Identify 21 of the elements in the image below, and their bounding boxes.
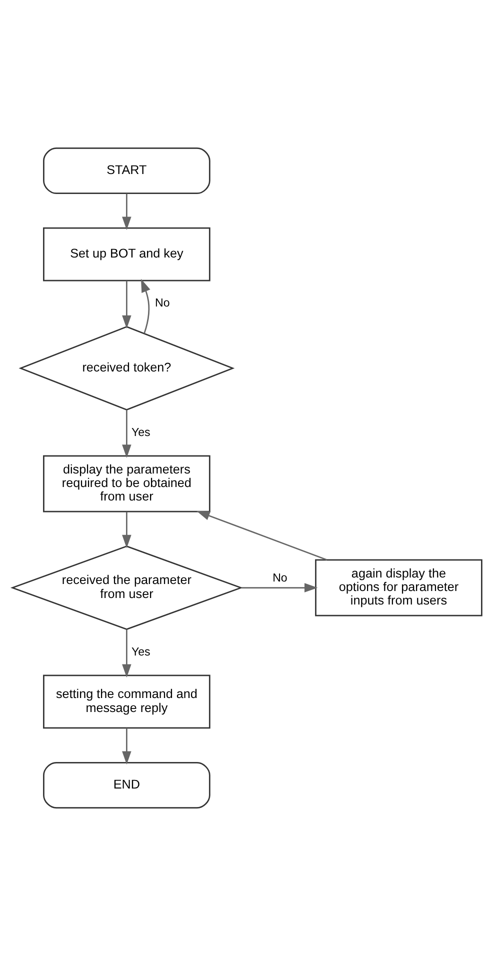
node-diamond: received token?: [18, 326, 235, 410]
arrow: [122, 511, 132, 548]
arrow: [241, 582, 318, 592]
edge-label: No: [155, 297, 170, 310]
node-box: START: [43, 147, 210, 194]
node-box: again display the options for parameter inputs from users: [315, 558, 482, 616]
edge-label: Yes: [131, 426, 150, 438]
node-diamond: received the parameter from user: [10, 545, 243, 630]
arrow: [196, 510, 328, 560]
node-box: setting the command and message reply: [43, 674, 210, 728]
arrow: [122, 409, 132, 458]
node-box: END: [43, 761, 210, 808]
arrow: [140, 278, 150, 334]
arrow: [122, 728, 132, 764]
node-box: Set up BOT and key: [43, 226, 210, 281]
arrow: [122, 193, 132, 230]
edge-label: No: [272, 572, 288, 584]
arrow: [122, 629, 132, 678]
edge-label: Yes: [131, 646, 150, 658]
arrow: [122, 280, 132, 328]
node-box: display the parameters required to be obtained from user: [43, 454, 210, 512]
